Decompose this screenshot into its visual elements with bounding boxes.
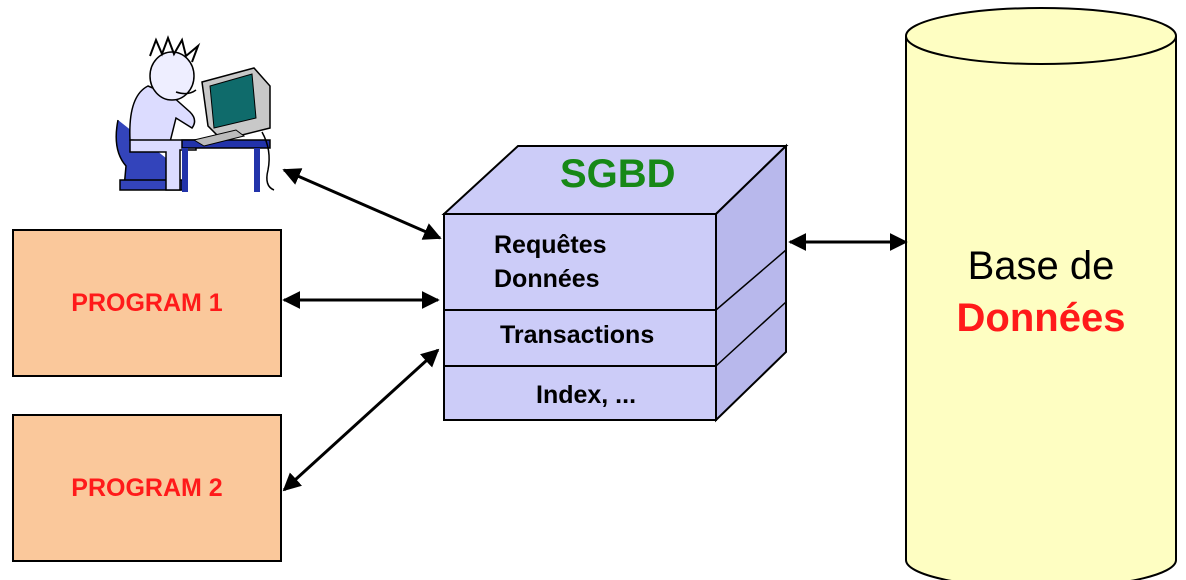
arrow-program2-sgbd	[282, 348, 440, 492]
program-1-label: PROGRAM 1	[71, 288, 223, 317]
sgbd-layer-index: Index, ...	[536, 381, 637, 409]
database-cylinder	[905, 7, 1177, 580]
sgbd-layer-transactions: Transactions	[500, 321, 655, 349]
database-label-line2: Données	[956, 296, 1126, 340]
sgbd-layer-queries: Requêtes Données	[494, 228, 607, 296]
program-1-box: PROGRAM 1	[12, 229, 282, 377]
database-label-line1: Base de	[967, 244, 1115, 288]
sgbd-layer-queries-line1: Requêtes	[494, 231, 607, 259]
sgbd-layer-queries-line2: Données	[494, 265, 600, 293]
user-at-computer-icon	[115, 35, 275, 192]
arrow-user-sgbd	[282, 168, 442, 240]
program-2-box: PROGRAM 2	[12, 414, 282, 562]
sgbd-cube	[441, 143, 789, 423]
sgbd-title: SGBD	[560, 152, 676, 196]
program-2-label: PROGRAM 2	[71, 473, 223, 502]
